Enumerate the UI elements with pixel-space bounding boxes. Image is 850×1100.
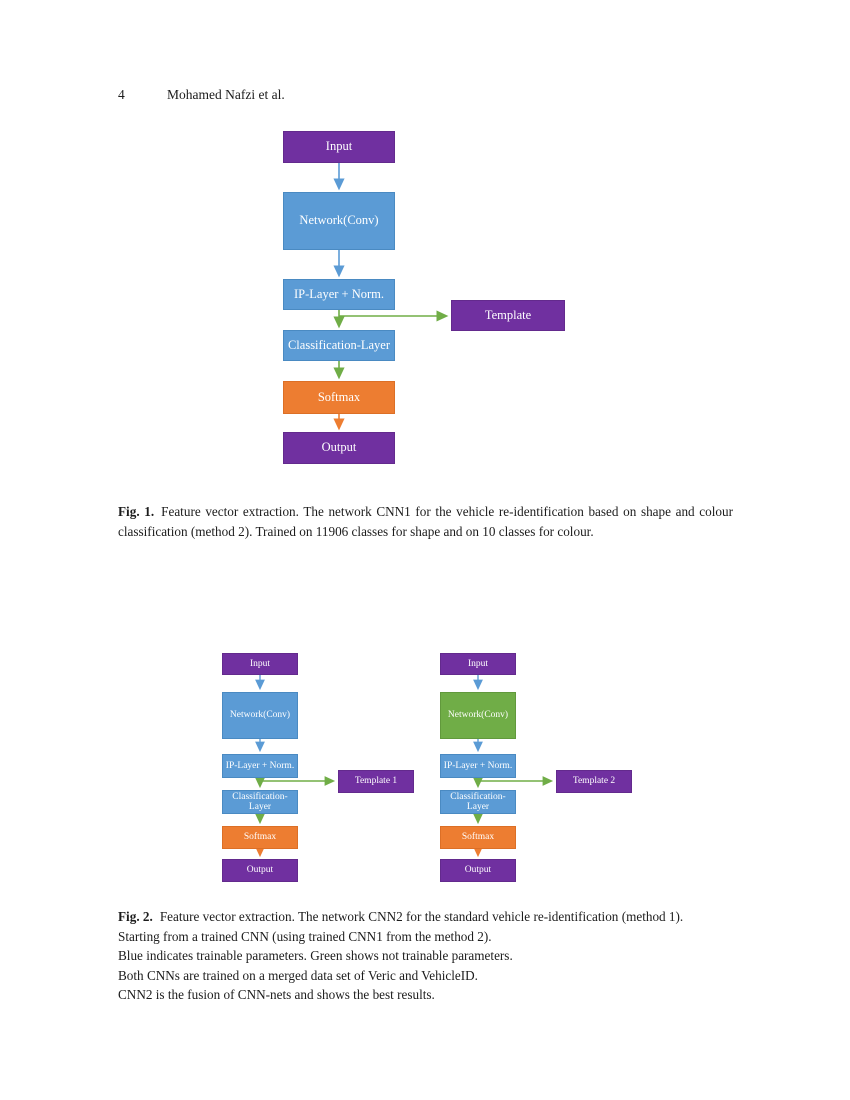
fig1-node-classification-layer: Classification-Layer (283, 330, 395, 361)
fig2-right-node-input: Input (440, 653, 516, 675)
fig2-left-node-input: Input (222, 653, 298, 675)
page-number: 4 (118, 87, 125, 102)
fig2-caption-line-4: Both CNNs are trained on a merged data s… (118, 967, 478, 983)
fig1-node-network-conv: Network(Conv) (283, 192, 395, 250)
fig2-left-node-output: Output (222, 859, 298, 882)
fig1-node-input: Input (283, 131, 395, 163)
fig1-node-ip-layer-norm: IP-Layer + Norm. (283, 279, 395, 310)
fig2-right-node-template2: Template 2 (556, 770, 632, 793)
fig2-right-node-network-conv: Network(Conv) (440, 692, 516, 739)
fig1-caption: Fig. 1.Feature vector extraction. The ne… (118, 502, 733, 541)
fig1-caption-text: Feature vector extraction. The network C… (118, 504, 733, 539)
fig2-caption-line-3: Blue indicates trainable parameters. Gre… (118, 948, 513, 964)
fig2-left-node-template1: Template 1 (338, 770, 414, 793)
fig2-right-node-softmax: Softmax (440, 826, 516, 849)
fig2-left-node-network-conv: Network(Conv) (222, 692, 298, 739)
fig2-caption-line-1: Fig. 2. Feature vector extraction. The ne… (118, 907, 778, 927)
fig2-right-node-ip-layer-norm: IP-Layer + Norm. (440, 754, 516, 778)
fig2-left-node-classification-layer: Classification-Layer (222, 790, 298, 814)
fig2-left-node-softmax: Softmax (222, 826, 298, 849)
fig2-caption-text-1: Feature vector extraction. The network C… (159, 909, 684, 924)
running-head-author: Mohamed Nafzi et al. (167, 87, 285, 102)
fig2-caption-line-2: Starting from a trained CNN (using train… (118, 928, 492, 944)
fig2-caption-line-5: CNN2 is the fusion of CNN-nets and shows… (118, 987, 435, 1003)
fig2-right-node-classification-layer: Classification-Layer (440, 790, 516, 814)
fig1-node-template: Template (451, 300, 565, 331)
fig2-left-node-ip-layer-norm: IP-Layer + Norm. (222, 754, 298, 778)
fig1-node-softmax: Softmax (283, 381, 395, 414)
fig1-node-output: Output (283, 432, 395, 464)
fig2-caption: Fig. 2. Feature vector extraction. The ne… (118, 907, 778, 1005)
fig1-caption-label: Fig. 1. (118, 504, 155, 520)
fig2-caption-label: Fig. 2. (118, 909, 153, 924)
fig2-right-node-output: Output (440, 859, 516, 882)
